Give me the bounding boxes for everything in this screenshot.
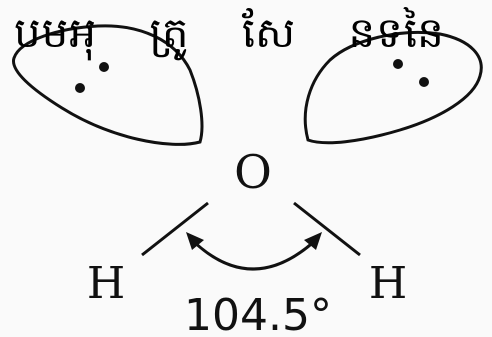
left-lobe-electron-1 xyxy=(99,62,109,72)
left-lone-pair-lobe xyxy=(12,24,204,146)
right-lobe-electron-1 xyxy=(393,59,403,69)
left-bond xyxy=(141,201,209,257)
left-hydrogen-label: H xyxy=(87,258,125,309)
right-bond xyxy=(293,201,361,257)
right-hydrogen-label: H xyxy=(369,258,407,309)
bond-angle-arc xyxy=(188,236,320,271)
bond-angle-value: 104.5° xyxy=(184,290,332,337)
right-lobe-electron-2 xyxy=(419,77,429,87)
left-lobe-electron-2 xyxy=(75,83,85,93)
angle-arrowhead-left xyxy=(186,232,204,250)
overlay-title-text: បមអុ ត្រូ សែ នទនៃ xyxy=(14,8,445,57)
right-lone-pair-lobe xyxy=(303,30,483,145)
angle-arrowhead-right xyxy=(304,232,322,250)
oxygen-atom-label: O xyxy=(234,145,272,199)
